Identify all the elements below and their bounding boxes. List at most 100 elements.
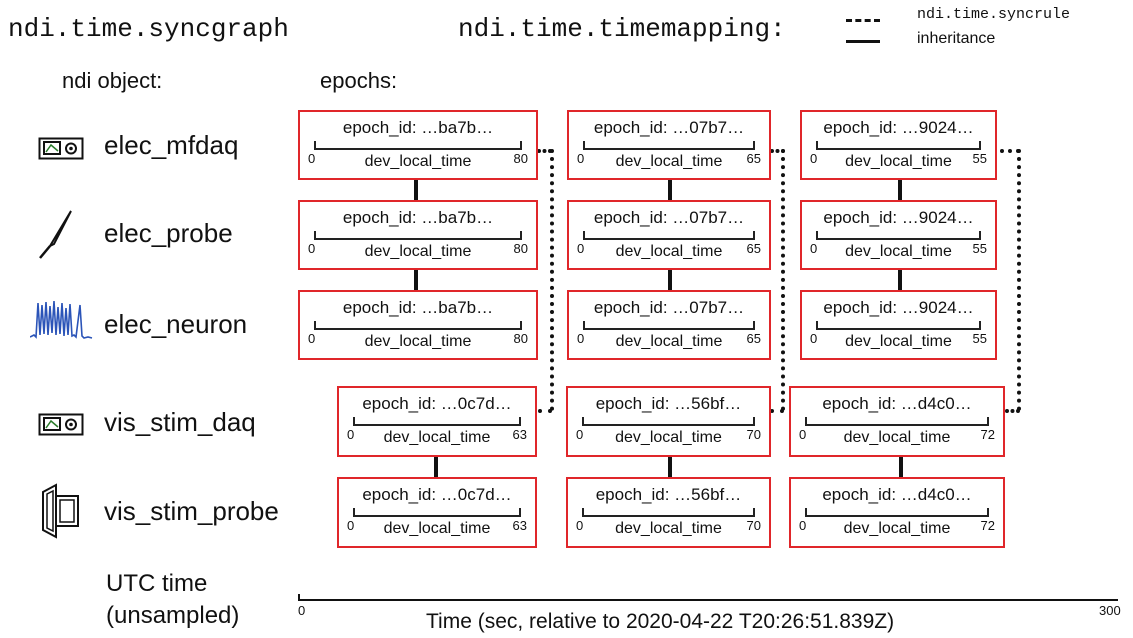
- epochs-column-header: epochs:: [320, 68, 398, 93]
- epoch-time-bracket: [582, 508, 755, 517]
- monitor-icon: [42, 483, 79, 539]
- object-label-elec-neuron: elec_neuron: [104, 309, 248, 339]
- epoch-start: 0: [799, 518, 807, 533]
- epoch-clock-label: dev_local_time: [615, 243, 723, 260]
- epoch-box[interactable]: epoch_id: …0c7d… 0 dev_local_time 63: [337, 477, 537, 548]
- epoch-time-bracket: [314, 231, 522, 240]
- epoch-end: 65: [746, 241, 761, 256]
- epoch-time-bracket: [816, 321, 981, 330]
- epoch-clock-label: dev_local_time: [615, 520, 722, 537]
- epoch-end: 70: [746, 518, 761, 533]
- legend-solid-line: [846, 40, 880, 43]
- epoch-time-bracket: [583, 321, 755, 330]
- utc-axis-title: Time (sec, relative to 2020-04-22 T20:26…: [426, 610, 895, 633]
- epoch-id: epoch_id: …07b7…: [593, 118, 745, 137]
- epoch-start: 0: [347, 518, 355, 533]
- epoch-end: 65: [746, 151, 761, 166]
- epoch-clock-label: dev_local_time: [615, 429, 722, 446]
- epoch-end: 55: [972, 331, 987, 346]
- epoch-id: epoch_id: …d4c0…: [822, 394, 972, 413]
- epoch-time-bracket: [314, 321, 522, 330]
- epoch-box[interactable]: epoch_id: …d4c0… 0 dev_local_time 72: [789, 386, 1005, 457]
- epoch-box[interactable]: epoch_id: …56bf… 0 dev_local_time 70: [566, 386, 771, 457]
- epoch-start: 0: [799, 427, 807, 442]
- inheritance-line: [668, 180, 672, 200]
- legend-dashed-line: [846, 19, 880, 22]
- object-label-elec-probe: elec_probe: [104, 218, 233, 248]
- timemapping-title: ndi.time.timemapping:: [458, 14, 786, 44]
- inheritance-line: [668, 270, 672, 290]
- epoch-box[interactable]: epoch_id: …ba7b… 0 dev_local_time 80: [298, 290, 538, 360]
- object-label-vis-stim-probe: vis_stim_probe: [104, 496, 279, 526]
- epoch-time-bracket: [353, 417, 521, 426]
- syncrule-line: [770, 409, 784, 413]
- epoch-id: epoch_id: …56bf…: [595, 485, 742, 504]
- epoch-start: 0: [576, 427, 584, 442]
- electrode-icon: [39, 210, 72, 259]
- epoch-clock-label: dev_local_time: [615, 153, 723, 170]
- inheritance-line: [414, 270, 418, 290]
- object-label-vis-stim-daq: vis_stim_daq: [104, 407, 256, 437]
- syncrule-line: [550, 149, 554, 411]
- epoch-end: 70: [746, 427, 761, 442]
- epoch-id: epoch_id: …9024…: [823, 118, 974, 137]
- epoch-clock-label: dev_local_time: [845, 153, 952, 170]
- syncrule-line: [1000, 149, 1020, 153]
- epoch-start: 0: [576, 518, 584, 533]
- epoch-time-bracket: [805, 508, 989, 517]
- objects-column-header: ndi object:: [62, 68, 163, 93]
- epoch-id: epoch_id: …0c7d…: [362, 485, 512, 504]
- inheritance-line: [668, 457, 672, 477]
- epoch-clock-label: dev_local_time: [364, 153, 472, 170]
- inheritance-line: [899, 457, 903, 477]
- epoch-start: 0: [308, 331, 316, 346]
- epoch-box[interactable]: epoch_id: …d4c0… 0 dev_local_time 72: [789, 477, 1005, 548]
- epoch-end: 80: [513, 331, 528, 346]
- epoch-start: 0: [308, 241, 316, 256]
- epoch-end: 63: [512, 518, 527, 533]
- inheritance-line: [898, 270, 902, 290]
- epoch-time-bracket: [314, 141, 522, 150]
- utc-axis-end: 300: [1099, 603, 1121, 618]
- epoch-end: 63: [512, 427, 527, 442]
- syncrule-line: [537, 149, 552, 153]
- epoch-box[interactable]: epoch_id: …07b7… 0 dev_local_time 65: [567, 200, 771, 270]
- daq-icon: [38, 413, 84, 436]
- epoch-id: epoch_id: …d4c0…: [822, 485, 972, 504]
- epoch-box[interactable]: epoch_id: …ba7b… 0 dev_local_time 80: [298, 110, 538, 180]
- inheritance-line: [898, 180, 902, 200]
- epoch-box[interactable]: epoch_id: …07b7… 0 dev_local_time 65: [567, 290, 771, 360]
- epoch-time-bracket: [582, 417, 755, 426]
- epoch-box[interactable]: epoch_id: …9024… 0 dev_local_time 55: [800, 200, 997, 270]
- epoch-end: 72: [980, 427, 995, 442]
- epoch-id: epoch_id: …ba7b…: [342, 118, 494, 137]
- epoch-box[interactable]: epoch_id: …07b7… 0 dev_local_time 65: [567, 110, 771, 180]
- syncrule-line: [770, 149, 785, 153]
- epoch-box[interactable]: epoch_id: …ba7b… 0 dev_local_time 80: [298, 200, 538, 270]
- epoch-box[interactable]: epoch_id: …9024… 0 dev_local_time 55: [800, 290, 997, 360]
- epoch-box[interactable]: epoch_id: …56bf… 0 dev_local_time 70: [566, 477, 771, 548]
- utc-axis-start: 0: [298, 603, 306, 618]
- epoch-clock-label: dev_local_time: [383, 520, 491, 537]
- syncrule-line: [1005, 409, 1020, 413]
- epoch-id: epoch_id: …ba7b…: [342, 298, 494, 317]
- epoch-box[interactable]: epoch_id: …0c7d… 0 dev_local_time 63: [337, 386, 537, 457]
- epoch-id: epoch_id: …9024…: [823, 208, 974, 227]
- epoch-end: 55: [972, 151, 987, 166]
- epoch-box[interactable]: epoch_id: …9024… 0 dev_local_time 55: [800, 110, 997, 180]
- utc-time-axis: [298, 594, 1118, 601]
- epoch-end: 72: [980, 518, 995, 533]
- epoch-start: 0: [308, 151, 316, 166]
- epoch-id: epoch_id: …ba7b…: [342, 208, 494, 227]
- daq-icon: [38, 137, 84, 160]
- syncgraph-title: ndi.time.syncgraph: [8, 14, 289, 44]
- epoch-time-bracket: [816, 141, 981, 150]
- epoch-start: 0: [810, 241, 818, 256]
- syncrule-line: [538, 409, 552, 413]
- epoch-time-bracket: [805, 417, 989, 426]
- epoch-start: 0: [810, 331, 818, 346]
- epoch-clock-label: dev_local_time: [615, 333, 723, 350]
- inheritance-line: [434, 457, 438, 477]
- epoch-end: 65: [746, 331, 761, 346]
- epoch-clock-label: dev_local_time: [364, 243, 472, 260]
